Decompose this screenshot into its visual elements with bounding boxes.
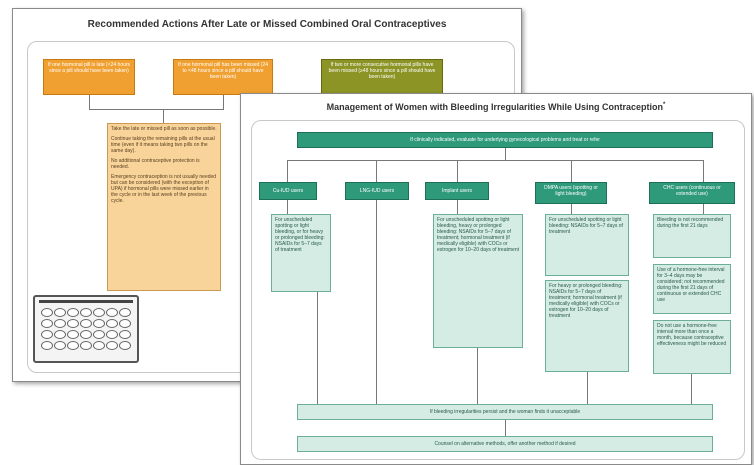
pill-icon xyxy=(93,319,105,328)
left-connector xyxy=(223,95,224,109)
right-connector xyxy=(287,160,288,182)
right-card: Management of Women with Bleeding Irregu… xyxy=(240,93,752,465)
pill-icon xyxy=(106,319,118,328)
right-card-title-text: Management of Women with Bleeding Irregu… xyxy=(326,102,664,112)
right-card-title-footnote: * xyxy=(663,102,666,108)
right-connector xyxy=(457,200,458,214)
action-item: Continue taking the remaining pills at t… xyxy=(111,136,215,154)
right-connector xyxy=(376,200,377,404)
right-connector xyxy=(457,160,458,182)
pill-icon xyxy=(93,308,105,317)
action-item: Take the late or missed pill as soon as … xyxy=(111,126,217,132)
pill-icon xyxy=(54,319,66,328)
pill-pack-day-labels xyxy=(39,300,133,303)
right-connector xyxy=(317,292,318,404)
pill-pack-illustration xyxy=(33,295,139,363)
right-connector xyxy=(287,200,288,214)
late-pill-box: If one hormonal pill is late (<24 hours … xyxy=(43,59,135,95)
right-connector xyxy=(571,204,572,214)
right-connector xyxy=(587,372,588,404)
left-connector xyxy=(163,109,164,123)
pill-icon xyxy=(80,308,92,317)
right-card-frame xyxy=(251,120,745,460)
chc-first-days-box: Bleeding is not recommended during the f… xyxy=(653,214,731,258)
pill-icon xyxy=(67,319,79,328)
pill-icon xyxy=(80,341,92,350)
pill-icon xyxy=(67,341,79,350)
pill-icon xyxy=(119,308,131,317)
pill-icon xyxy=(119,319,131,328)
pill-icon xyxy=(106,341,118,350)
pill-icon xyxy=(119,330,131,339)
recommended-actions-box: Take the late or missed pill as soon as … xyxy=(107,123,221,291)
method-header-dmpa: DMPA users (spotting or light bleeding) xyxy=(535,182,607,204)
right-connector xyxy=(703,204,704,214)
dmpa-spotting-box: For unscheduled spotting or light bleedi… xyxy=(545,214,629,276)
pill-icon xyxy=(54,308,66,317)
pill-icon xyxy=(80,330,92,339)
pill-icon xyxy=(67,308,79,317)
pill-icon xyxy=(54,341,66,350)
pill-icon xyxy=(41,319,53,328)
method-header-lng-iud: LNG-IUD users xyxy=(345,182,409,200)
method-header-chc: CHC users (continuous or extended use) xyxy=(649,182,735,204)
pill-icon xyxy=(106,308,118,317)
action-item: Emergency contraception is not usually n… xyxy=(111,174,217,204)
right-connector xyxy=(505,420,506,436)
pill-icon xyxy=(41,341,53,350)
right-connector xyxy=(703,160,704,182)
right-connector xyxy=(505,148,506,160)
left-card-title: Recommended Actions After Late or Missed… xyxy=(87,19,447,30)
pill-icon xyxy=(41,330,53,339)
cu-iud-treatment-box: For unscheduled spotting or light bleedi… xyxy=(271,214,331,292)
left-connector xyxy=(89,109,224,110)
pill-icon xyxy=(80,319,92,328)
chc-once-a-month-box: Do not use a hormone-free interval more … xyxy=(653,320,731,374)
counsel-box: Counsel on alternative methods, offer an… xyxy=(297,436,713,452)
pill-icon xyxy=(93,341,105,350)
pill-icon xyxy=(93,330,105,339)
pill-icon xyxy=(67,330,79,339)
left-connector xyxy=(89,95,90,109)
right-connector xyxy=(571,160,572,182)
chc-hormone-free-box: Use of a hormone-free interval for 3–4 d… xyxy=(653,264,731,314)
right-card-title: Management of Women with Bleeding Irregu… xyxy=(241,102,751,112)
missed-pill-box: If one hormonal pill has been missed (24… xyxy=(173,59,273,95)
method-header-cu-iud: Cu-IUD users xyxy=(259,182,317,200)
two-missed-pills-box: If two or more consecutive hormonal pill… xyxy=(321,59,443,95)
pill-icon xyxy=(41,308,53,317)
right-connector xyxy=(477,348,478,404)
right-connector xyxy=(287,160,703,161)
evaluate-box: If clinically indicated, evaluate for un… xyxy=(297,132,713,148)
pill-icon xyxy=(119,341,131,350)
method-header-implant: Implant users xyxy=(425,182,489,200)
implant-treatment-box: For unscheduled spotting or light bleedi… xyxy=(433,214,523,348)
persist-box: If bleeding irregularities persist and t… xyxy=(297,404,713,420)
pill-icon xyxy=(106,330,118,339)
right-connector xyxy=(376,160,377,182)
pill-icon xyxy=(54,330,66,339)
dmpa-heavy-bleeding-box: For heavy or prolonged bleeding: NSAIDs … xyxy=(545,280,629,372)
right-connector xyxy=(691,374,692,404)
action-item: No additional contraceptive protection i… xyxy=(111,158,200,170)
